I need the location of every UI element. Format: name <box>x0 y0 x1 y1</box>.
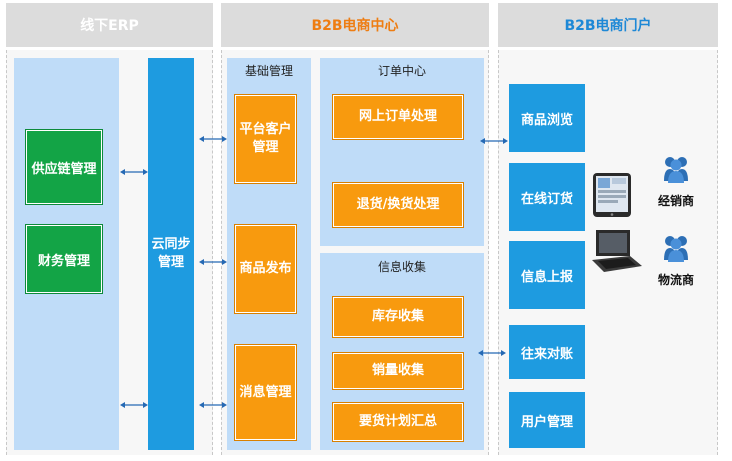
erp-header: 线下ERP <box>6 3 213 47</box>
finance-module: 财务管理 <box>26 225 102 293</box>
portal-reconciliation: 往来对账 <box>509 325 585 379</box>
message-management-box: 消息管理 <box>235 345 296 440</box>
online-order-box: 网上订单处理 <box>333 95 463 139</box>
tablet-icon <box>593 173 631 217</box>
arrow-sync-to-platform-customer <box>199 136 227 142</box>
order-center-title: 订单中心 <box>377 64 426 78</box>
laptop-icon <box>592 230 642 272</box>
logistics-label: 物流商 <box>657 273 694 287</box>
portal-info-report: 信息上报 <box>509 241 585 309</box>
cloud-sync-bar: 云同步 管理 <box>148 58 194 450</box>
sales-collection-box: 销量收集 <box>333 353 463 389</box>
portal-user-management: 用户管理 <box>509 392 585 448</box>
arrow-sync-to-message <box>199 402 227 408</box>
demand-plan-box: 要货计划汇总 <box>333 403 463 441</box>
b2b-center-header: B2B电商中心 <box>221 3 489 47</box>
b2b-portal-header: B2B电商门户 <box>498 3 718 47</box>
logistics-person-icon <box>664 236 688 262</box>
arrow-order-center-to-portal <box>480 138 508 144</box>
product-publish-box: 商品发布 <box>235 225 296 313</box>
arrow-info-collection-to-portal <box>478 350 506 356</box>
distributor-person-icon <box>664 157 688 183</box>
return-exchange-box: 退货/换货处理 <box>333 183 463 227</box>
platform-customer-label: 平台客户 管理 <box>239 122 292 155</box>
portal-product-browse: 商品浏览 <box>509 84 585 152</box>
distributor-label: 经销商 <box>657 194 694 208</box>
arrow-sync-to-product-publish <box>199 259 227 265</box>
portal-online-ordering: 在线订货 <box>509 163 585 231</box>
cloud-sync-label: 云同步 管理 <box>151 237 191 270</box>
info-collection-title: 信息收集 <box>377 260 426 274</box>
arrow-erp-to-sync-bottom <box>120 402 148 408</box>
supply-chain-module: 供应链管理 <box>26 130 102 204</box>
arrow-erp-supply-to-sync <box>120 169 148 175</box>
platform-customer-box: 平台客户 管理 <box>235 95 296 183</box>
inventory-collection-box: 库存收集 <box>333 297 463 337</box>
base-management-title: 基础管理 <box>244 64 293 78</box>
